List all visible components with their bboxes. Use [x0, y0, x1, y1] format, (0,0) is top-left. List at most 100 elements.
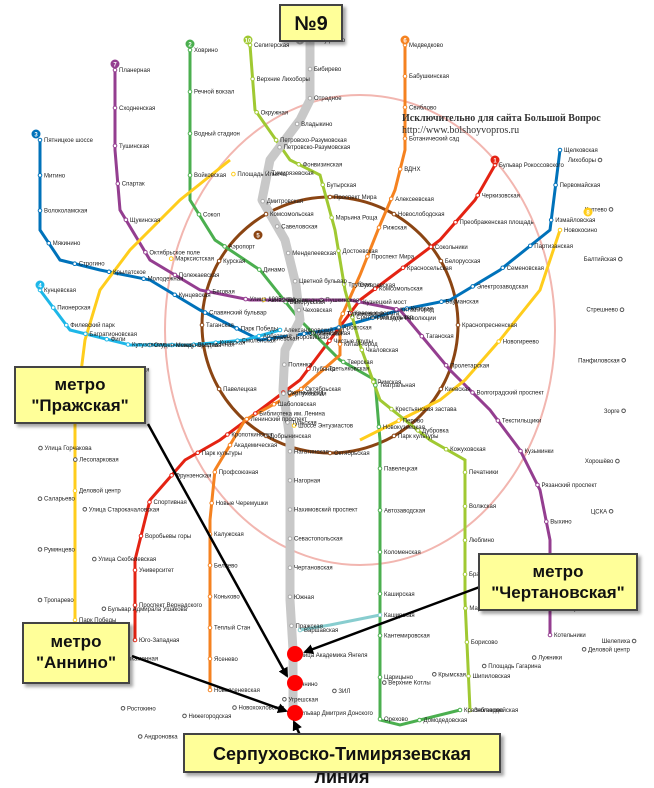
station-dot	[370, 315, 376, 321]
station-label: Арбатская	[263, 334, 292, 340]
watermark-line1: Исключительно для сайта Большой Вопрос	[402, 113, 601, 124]
station-dot	[282, 697, 287, 702]
station-dot	[376, 225, 382, 230]
station-dot	[132, 637, 138, 643]
station-dot	[443, 363, 449, 368]
station-label: Шипиловская	[473, 674, 511, 680]
station-dot	[581, 647, 587, 652]
station-label: Славянский бульвар	[209, 310, 267, 317]
station-dot	[359, 347, 365, 353]
station-label: Полянка	[288, 363, 312, 369]
line-badge-label: 8	[586, 211, 590, 217]
station-dot	[391, 211, 397, 217]
arrow-annino	[131, 654, 288, 714]
station-label: Рязанский проспект	[542, 482, 598, 489]
station-dot	[289, 623, 294, 629]
station-label: Ленинский проспект	[251, 416, 307, 423]
station-label: Арбатская	[343, 326, 372, 332]
station-dot	[327, 450, 333, 456]
station-dot	[147, 342, 153, 348]
station-dot	[143, 250, 148, 255]
station-label: Площадь Ильича	[237, 172, 286, 178]
station-label: Новокосино	[564, 228, 598, 234]
station-label: Кузьминки	[525, 449, 554, 455]
station-dot	[209, 500, 214, 506]
annino-callout-line1: метро	[50, 632, 102, 651]
station-label: Печатники	[469, 470, 498, 476]
station-label: Белорусская	[445, 259, 481, 265]
station-dot	[618, 256, 623, 262]
station-dot	[287, 478, 293, 483]
station-dot	[621, 408, 626, 414]
station-label: Тушинская	[119, 144, 149, 150]
station-label: Коптево	[584, 207, 607, 213]
station-dot	[377, 591, 383, 597]
station-label: Кропоткинская	[231, 433, 272, 439]
station-label: Бутырская	[327, 183, 357, 189]
station-dot	[547, 632, 553, 638]
station-dot	[356, 299, 362, 305]
station-dot	[73, 457, 78, 462]
station-dot	[72, 617, 78, 623]
line-2-track	[188, 50, 461, 727]
station-dot	[112, 143, 118, 149]
station-dot	[298, 386, 304, 392]
station-label: Тропарево	[44, 598, 74, 604]
station-dot	[336, 248, 341, 254]
station-dot	[37, 208, 43, 213]
station-label: Воробьевы горы	[145, 534, 191, 540]
station-dot	[115, 181, 121, 186]
station-label: Площадь Гагарина	[488, 664, 541, 670]
station-dot	[196, 212, 202, 217]
station-label: Красногвардейская	[464, 707, 518, 714]
station-dot	[202, 310, 208, 315]
station-label: Лихоборы	[568, 158, 596, 164]
station-label: Спортивная	[154, 500, 187, 506]
station-label: Новокузнецкая	[383, 425, 425, 431]
station-label: Театральная	[379, 383, 415, 389]
line-badge-label: 1	[493, 159, 497, 165]
station-dot	[266, 336, 272, 342]
station-label: Белорусская	[290, 300, 326, 306]
station-dot	[195, 450, 200, 456]
station-dot	[72, 261, 77, 267]
station-label: Ховрино	[194, 48, 218, 54]
station-label: Курская	[223, 259, 245, 265]
station-label: Аэропорт	[229, 244, 256, 250]
station-dot	[289, 334, 294, 340]
station-label: Студенческая	[154, 343, 193, 349]
station-label: Новоясеневская	[214, 688, 260, 694]
station-dot	[544, 519, 549, 524]
station-label: Нахимовский проспект	[294, 507, 358, 514]
station-label: Парк культуры	[398, 434, 438, 440]
station-dot	[206, 289, 211, 295]
station-label: Сретенский бульвар	[356, 314, 413, 321]
station-dot	[319, 297, 324, 303]
station-label: Трубная	[348, 282, 371, 288]
station-label: Измайловская	[555, 217, 595, 224]
station-dot	[341, 359, 346, 365]
station-label: Римская	[377, 380, 401, 386]
station-dot	[222, 244, 227, 249]
station-dot	[377, 612, 383, 618]
station-label: Нижегородская	[189, 714, 232, 720]
station-label: Академическая	[234, 443, 277, 449]
station-label: Киевская	[445, 387, 471, 393]
station-dot	[101, 606, 107, 612]
station-dot	[495, 418, 501, 423]
line-badge	[185, 39, 195, 49]
station-dot	[496, 339, 502, 344]
chertanovskaya-callout-line2: "Чертановская"	[491, 583, 625, 603]
station-label: Семеновская	[507, 266, 544, 272]
station-label: Рижская	[383, 226, 407, 232]
station-dot	[466, 673, 471, 679]
station-label: Автозаводская	[384, 508, 425, 514]
station-label: Новогиреево	[503, 340, 540, 346]
station-dot	[306, 366, 311, 372]
station-label: Окружная	[261, 110, 289, 116]
station-label: Бульвар Дмитрия Донского	[297, 711, 374, 717]
station-label: Серпуховская	[288, 392, 327, 398]
station-dot	[37, 597, 43, 603]
station-label: Фили	[111, 337, 126, 343]
station-label: Профсоюзная	[219, 470, 258, 476]
